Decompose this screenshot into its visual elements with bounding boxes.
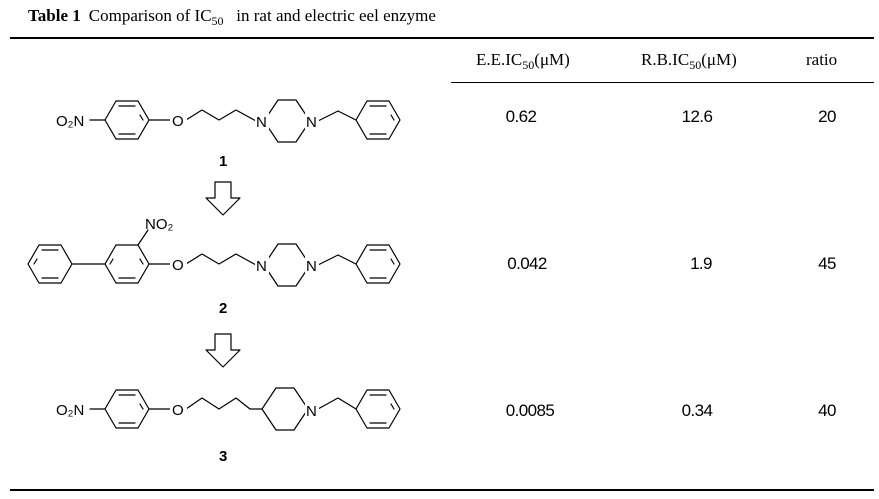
header-ratio: ratio (806, 50, 838, 69)
caption-text: Comparison of IC (88, 6, 212, 25)
compound-2-nitrogen-2: N (306, 258, 317, 275)
header-ee-ic50: E.E.IC50(μM) (476, 50, 570, 72)
compound-1-nitrogen-1: N (256, 114, 267, 131)
compound-3-no2-label: O₂N (56, 402, 84, 419)
compound-1-number: 1 (219, 153, 227, 170)
compound-2-no2-label: NO₂ (145, 216, 174, 233)
header-rb-ic50: R.B.IC50(μM) (641, 50, 737, 72)
arrow-1 (205, 181, 241, 216)
table-caption: Table 1 Comparison of IC50 in rat and ele… (28, 6, 436, 28)
header-rule (451, 82, 874, 83)
top-rule (10, 37, 874, 39)
caption-text-after: in rat and electric eel enzyme (236, 6, 436, 25)
cell-rb-1: 12.6 (681, 107, 713, 126)
compound-1-no2-label: O₂N (56, 113, 84, 130)
table-label: Table 1 (28, 6, 81, 25)
header-rb-prefix: R.B.IC (641, 50, 690, 69)
compound-1-nitrogen-2: N (306, 114, 317, 131)
header-rb-unit: (μM) (701, 50, 737, 69)
compound-2-structure (27, 229, 401, 287)
header-ee-prefix: E.E.IC (476, 50, 523, 69)
caption-sub: 50 (211, 14, 224, 28)
cell-ratio-2: 45 (818, 254, 836, 273)
header-ee-unit: (μM) (534, 50, 570, 69)
compound-2-oxygen-label: O (172, 257, 184, 274)
compound-1-structure (89, 99, 401, 143)
header-ee-sub: 50 (522, 58, 535, 72)
compound-3-nitrogen: N (306, 403, 317, 420)
header-rb-sub: 50 (689, 58, 702, 72)
compound-1-oxygen-label: O (172, 113, 184, 130)
compound-3-structure (89, 387, 401, 431)
compound-3-number: 3 (219, 448, 227, 465)
compound-2-number: 2 (219, 300, 227, 317)
compound-2-nitrogen-1: N (256, 258, 267, 275)
arrow-2 (205, 333, 241, 368)
cell-ratio-3: 40 (818, 401, 836, 420)
compound-3-oxygen-label: O (172, 402, 184, 419)
bottom-rule (10, 489, 874, 491)
cell-ee-1: 0.62 (505, 107, 537, 126)
cell-rb-2: 1.9 (690, 254, 712, 273)
cell-ratio-1: 20 (818, 107, 836, 126)
cell-ee-3: 0.0085 (505, 401, 555, 420)
cell-rb-3: 0.34 (681, 401, 713, 420)
cell-ee-2: 0.042 (507, 254, 547, 273)
